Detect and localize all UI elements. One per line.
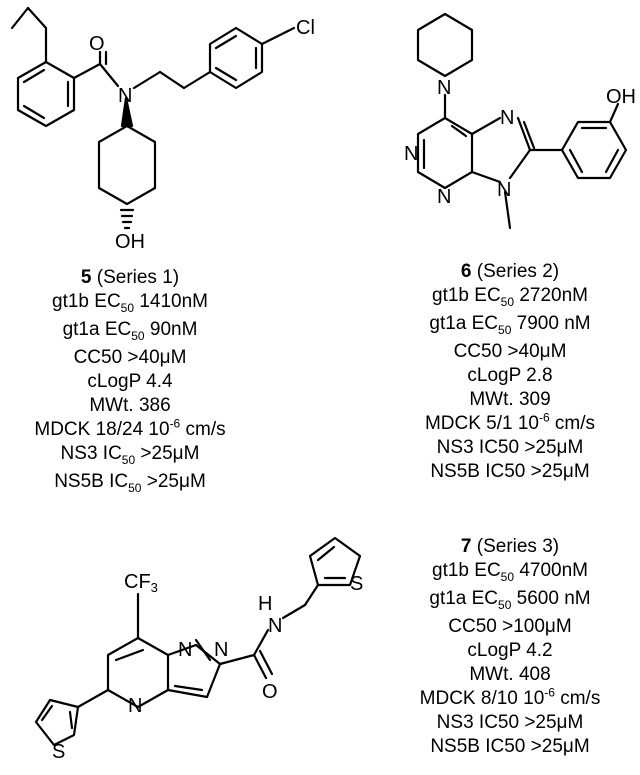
compound-7-gt1a: gt1a EC50 5600 nM xyxy=(429,588,591,612)
compound-5-atom-cl: Cl xyxy=(296,17,315,39)
compound-5-gt1b: gt1b EC50 1410nM xyxy=(52,291,208,315)
compound-6-id: 6 xyxy=(460,261,472,282)
compound-7-ns3: NS3 IC50 >25μM xyxy=(436,712,584,733)
compound-6-gt1b: gt1b EC50 2720nM xyxy=(432,285,588,309)
compound-5-ns5b: NS5B IC50 >25μM xyxy=(54,471,206,495)
compound-5-series: (Series 1) xyxy=(96,267,180,288)
compound-7-atom-o: O xyxy=(262,681,278,703)
compound-5-atom-oh: OH xyxy=(115,231,145,253)
compound-7-mdck: MDCK 8/10 10-6 cm/s xyxy=(419,685,601,709)
compound-7-atom-h-amide: H xyxy=(258,593,272,615)
compound-6-mdck: MDCK 5/1 10-6 cm/s xyxy=(424,410,596,434)
compound-6-atom-n-7: N xyxy=(500,107,514,129)
compound-5-id: 5 xyxy=(80,267,92,288)
compound-6-cc50: CC50 >40μM xyxy=(453,341,567,362)
compound-5-cc50: CC50 >40μM xyxy=(73,347,187,368)
compound-6-atom-oh: OH xyxy=(606,86,636,108)
compound-6-clogp: cLogP 2.8 xyxy=(467,365,553,386)
compound-6-atom-n-1: N xyxy=(404,143,418,165)
compound-7-series: (Series 3) xyxy=(476,536,560,557)
compound-7-atom-n-4: N xyxy=(128,695,142,717)
compound-6-series: (Series 2) xyxy=(476,261,560,282)
compound-5-bonds xyxy=(10,6,296,230)
compound-7-atom-n-amide: N xyxy=(268,615,282,637)
compound-5-mdck: MDCK 18/24 10-6 cm/s xyxy=(34,416,226,440)
compound-7-atom-s-2: S xyxy=(52,741,65,763)
compound-7-mwt: MWt. 408 xyxy=(469,664,551,685)
compound-7-id: 7 xyxy=(460,536,472,557)
compound-5-atom-n: N xyxy=(118,85,132,107)
compound-6-atom-n-pip: N xyxy=(437,77,451,99)
compound-6-bonds xyxy=(416,12,628,230)
compound-7-atom-s-1: S xyxy=(350,573,363,595)
compound-7-ns5b: NS5B IC50 >25μM xyxy=(430,736,590,757)
compound-7-cc50: CC50 >100μM xyxy=(448,616,572,637)
compound-6-heading: 6 (Series 2) xyxy=(380,260,640,284)
compound-6-gt1a: gt1a EC50 7900 nM xyxy=(429,313,591,337)
compound-6-ns5b: NS5B IC50 >25μM xyxy=(430,461,590,482)
compound-6-atom-n-9: N xyxy=(497,179,511,201)
compound-5-gt1a: gt1a EC50 90nM xyxy=(62,319,198,343)
compound-7-gt1b: gt1b EC50 4700nM xyxy=(432,560,588,584)
compound-5-panel: 5 (Series 1) gt1b EC50 1410nM gt1a EC50 … xyxy=(0,266,260,494)
compound-5-atom-o: O xyxy=(89,33,105,55)
compound-5-clogp: cLogP 4.4 xyxy=(87,371,173,392)
compound-7-panel: 7 (Series 3) gt1b EC50 4700nM gt1a EC50 … xyxy=(380,535,640,759)
compound-5-heading: 5 (Series 1) xyxy=(0,266,260,290)
compound-6-ns3: NS3 IC50 >25μM xyxy=(436,437,584,458)
compound-7-atom-n-1: N xyxy=(178,639,192,661)
compound-5-ns3: NS3 IC50 >25μM xyxy=(60,443,200,467)
compound-6-atom-n-3: N xyxy=(437,186,451,208)
compound-6-mwt: MWt. 309 xyxy=(469,389,551,410)
compound-7-bonds xyxy=(34,536,362,747)
compound-7-atom-cf3: CF3 xyxy=(124,571,158,595)
compound-7-heading: 7 (Series 3) xyxy=(380,535,640,559)
compound-7-clogp: cLogP 4.2 xyxy=(467,640,553,661)
compound-5-mwt: MWt. 386 xyxy=(89,395,171,416)
compound-6-panel: 6 (Series 2) gt1b EC50 2720nM gt1a EC50 … xyxy=(380,260,640,484)
compound-7-atom-n-2: N xyxy=(214,639,228,661)
